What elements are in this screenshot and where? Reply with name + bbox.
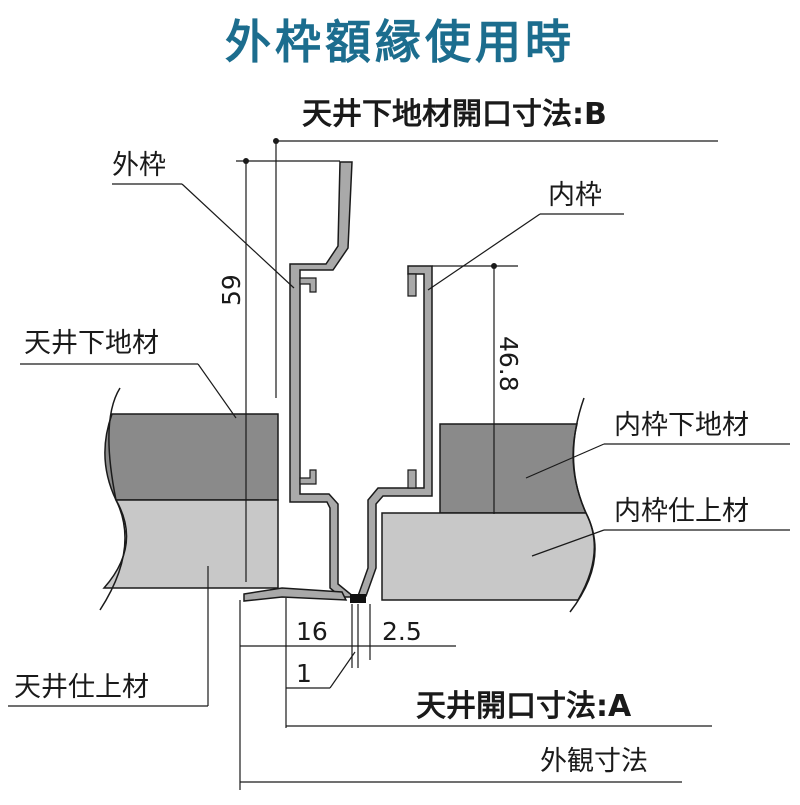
outer-appearance-dim-label: 外観寸法 [540, 746, 648, 777]
outer-frame-label: 外枠 [112, 150, 166, 181]
width-16-dim: 16 [296, 617, 328, 646]
inner-finish-leader [531, 529, 605, 557]
ceiling-opening-dim-label: 天井開口寸法:A [416, 689, 632, 724]
inner-finish-label: 内枠仕上材 [614, 496, 749, 527]
base-opening-dim-label: 天井下地材開口寸法:B [302, 97, 607, 132]
inner-finish-material [381, 512, 596, 601]
ceiling-left-break [99, 387, 126, 611]
inner-right-break [569, 397, 596, 613]
outer-frame-leader [181, 183, 295, 289]
gasket [350, 594, 366, 603]
ceiling-finish-material [102, 499, 279, 589]
page-title: 外枠額縁使用時 [225, 15, 575, 69]
inner-frame-leader [427, 213, 541, 291]
inner-frame-label: 内枠 [548, 180, 602, 211]
inner-height-dim: 46.8 [494, 336, 523, 392]
gap-1-dim: 1 [296, 659, 312, 688]
ceiling-base-leader [197, 363, 237, 419]
dim-1-leader [329, 651, 356, 689]
outer-frame-profile [289, 161, 357, 598]
inner-base-label: 内枠下地材 [614, 410, 749, 441]
inner-base-material [439, 423, 588, 514]
outer-frame-lip [299, 277, 317, 293]
width-2-5-dim: 2.5 [382, 617, 422, 646]
inner-frame-lip-top [407, 273, 417, 297]
ceiling-base-material [104, 413, 279, 501]
outer-frame-lower-lip [299, 469, 317, 485]
outer-height-dim: 59 [217, 274, 246, 306]
ceiling-finish-label: 天井仕上材 [14, 672, 149, 703]
ceiling-base-label: 天井下地材 [24, 328, 159, 359]
inner-frame-lip-bottom [407, 469, 417, 489]
outer-frame-flange [243, 587, 348, 602]
inner-base-leader [525, 443, 605, 479]
